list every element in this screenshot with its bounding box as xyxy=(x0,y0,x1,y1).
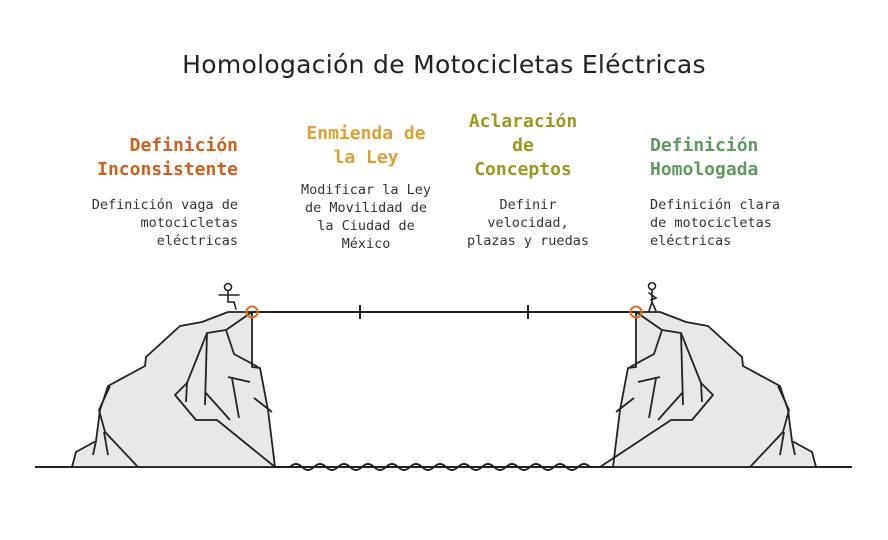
anchor-point-icon xyxy=(245,305,259,319)
water-icon xyxy=(289,463,591,471)
right-cliff-icon xyxy=(599,311,817,468)
anchor-point-icon xyxy=(629,305,643,319)
left-cliff-icon xyxy=(71,311,276,468)
step-4-description: Definición clara de motocicletas eléctri… xyxy=(650,197,781,249)
person-standing-icon xyxy=(647,281,658,312)
step-1-description: Definición vaga de motocicletas eléctric… xyxy=(91,197,238,249)
person-sitting-icon xyxy=(218,282,240,310)
step-2-description: Modificar la Ley de Movilidad de la Ciud… xyxy=(300,182,432,252)
step-4-heading: Definición Homologada xyxy=(650,135,759,180)
step-2-heading: Enmienda de la Ley xyxy=(306,123,426,168)
step-3-heading: Aclaración de Conceptos xyxy=(468,111,578,180)
step-1-heading: Definición Inconsistente xyxy=(97,135,238,180)
step-3-description: Definir velocidad, plazas y ruedas xyxy=(467,197,589,249)
diagram-title: Homologación de Motocicletas Eléctricas xyxy=(182,50,706,79)
